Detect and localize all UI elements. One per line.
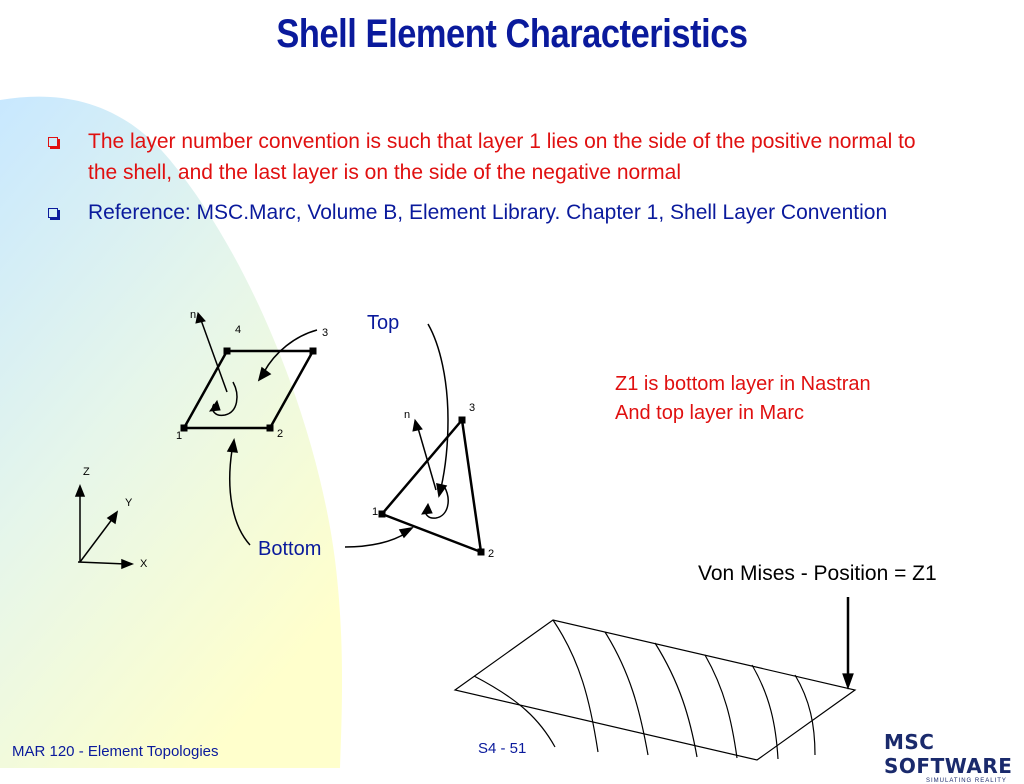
logo-tagline: SIMULATING REALITY [926,778,1007,784]
note-line: Z1 is bottom layer in Nastran [615,373,871,395]
msc-software-logo: MSC SOFTWARE SIMULATING REALITY [884,730,1016,784]
triangle-labels: n 3 1 2 [372,402,494,560]
background-gradient [0,96,343,768]
node-label: 2 [488,548,494,560]
node-label: 3 [322,327,328,339]
axis-labels: Z Y X [83,466,148,570]
z-axis-label: Z [83,466,90,478]
shell-layer-diagram: n 4 3 1 2 n 3 1 2 [74,309,857,761]
triangle-element [378,416,485,556]
bottom-label: Bottom [258,538,322,560]
bullet-item: The layer number convention is such that… [48,126,948,188]
page-number: S4 - 51 [478,740,527,757]
note-line: And top layer in Marc [615,402,804,424]
layer-note: Z1 is bottom layer in Nastran And top la… [615,370,871,428]
node-label: 1 [372,506,378,518]
slide-title: Shell Element Characteristics [276,12,748,56]
normal-label: n [404,409,410,421]
y-axis-label: Y [125,497,133,509]
coordinate-axes [74,483,135,570]
quad-element [180,311,317,432]
node-label: 2 [277,428,283,440]
square-bullet-icon [48,208,58,218]
node-label: 1 [176,430,182,442]
bullet-list: The layer number convention is such that… [48,126,948,237]
logo-text: MSC SOFTWARE [884,730,1013,778]
quad-labels: n 4 3 1 2 [176,309,328,442]
node-label: 4 [235,324,241,336]
bullet-item: Reference: MSC.Marc, Volume B, Element L… [48,197,948,228]
square-bullet-icon [48,137,58,147]
bullet-text: The layer number convention is such that… [88,130,916,184]
von-mises-plot [453,597,857,761]
node-label: 3 [469,402,475,414]
footer-course: MAR 120 - Element Topologies [12,743,219,760]
normal-label: n [190,309,196,321]
top-label: Top [367,312,400,334]
von-mises-label: Von Mises - Position = Z1 [698,562,937,585]
bullet-text: Reference: MSC.Marc, Volume B, Element L… [88,201,888,224]
x-axis-label: X [140,558,148,570]
pointer-arrows [226,323,449,548]
